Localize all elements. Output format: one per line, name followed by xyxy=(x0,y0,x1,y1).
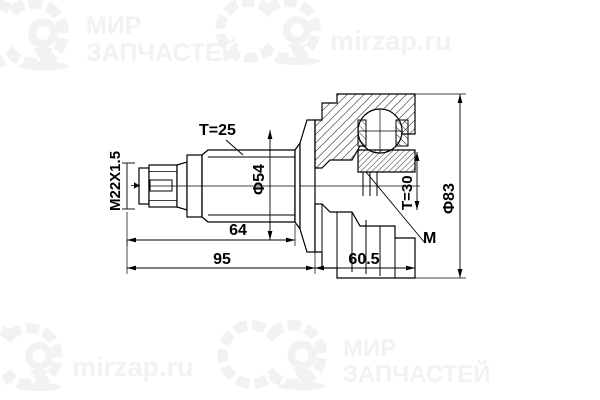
watermark-bottom-left: mirzap.ru xyxy=(0,323,194,391)
camera-pin-logo xyxy=(215,0,321,65)
label-64: 64 xyxy=(229,222,247,239)
dimension-annotations: M22X1.5 T=25 Φ54 64 xyxy=(107,93,466,279)
inner-race-and-ball xyxy=(357,108,416,196)
annotation-t30: T=30 xyxy=(399,152,420,210)
camera-pin-logo xyxy=(0,0,69,71)
watermark-text-line1: МИР xyxy=(86,12,141,40)
watermark-text-line1: МИР xyxy=(343,335,396,362)
annotation-60-5: 60.5 xyxy=(315,251,416,278)
annotation-phi54: Φ54 xyxy=(251,130,273,240)
label-95: 95 xyxy=(213,251,231,268)
label-t30: T=30 xyxy=(399,175,416,210)
watermark-top-center: mirzap.ru xyxy=(215,0,452,65)
annotation-m-marking: M xyxy=(365,171,436,247)
camera-pin-logo xyxy=(217,320,327,391)
camera-pin-logo xyxy=(0,323,63,391)
watermark-text-line2: ЗАПЧАСТЕЙ xyxy=(86,37,240,67)
annotation-t25: T=25 xyxy=(199,122,244,156)
watermark-text-line1: mirzap.ru xyxy=(330,26,452,56)
watermark-text-line2: ЗАПЧАСТЕЙ xyxy=(343,360,491,388)
watermark-top-left: МИР ЗАПЧАСТЕЙ xyxy=(0,0,240,71)
label-60-5: 60.5 xyxy=(348,251,379,268)
annotation-64: 64 xyxy=(126,212,296,246)
watermark-text-line1: mirzap.ru xyxy=(72,352,194,382)
label-m22x15: M22X1.5 xyxy=(107,151,124,211)
label-m: M xyxy=(423,230,436,247)
watermark-bottom-right: МИР ЗАПЧАСТЕЙ xyxy=(217,320,491,391)
label-phi83: Φ83 xyxy=(441,183,458,214)
label-phi54: Φ54 xyxy=(251,164,268,195)
annotation-m22x15: M22X1.5 xyxy=(107,151,135,211)
lower-body-steps xyxy=(314,204,323,252)
annotation-95: 95 xyxy=(126,240,316,274)
annotation-phi83: Φ83 xyxy=(415,93,466,279)
label-t25: T=25 xyxy=(199,122,236,139)
splined-shaft xyxy=(150,149,300,223)
